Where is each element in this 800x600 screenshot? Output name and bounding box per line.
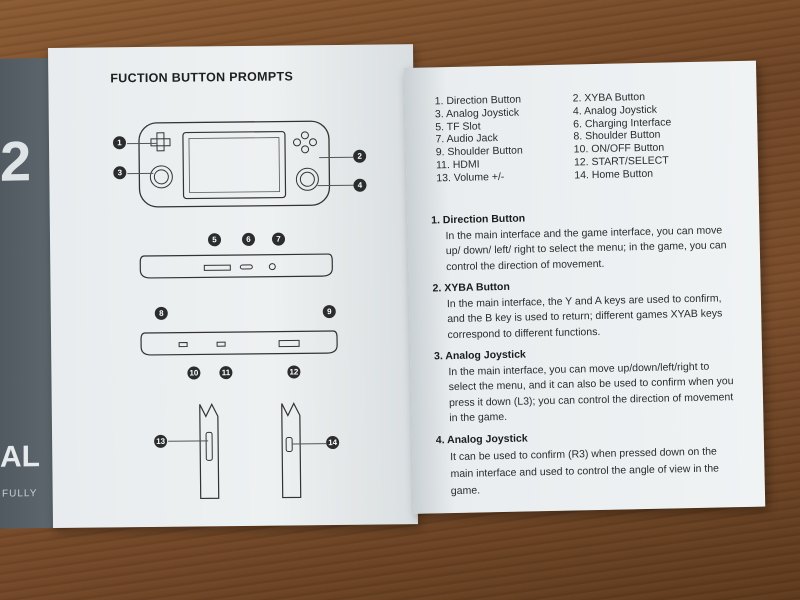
callout-line [317,184,354,187]
device-bottom-view [139,253,333,279]
device-front-view [138,120,331,208]
callout-8: 8 [154,306,168,320]
cover-small-text: FULLY [2,488,38,500]
callout-5: 5 [207,233,222,247]
list-item: 9. Shoulder Button [435,144,523,159]
section-body: It can be used to confirm (R3) when pres… [450,445,720,497]
cover-large-number: 2 [0,129,32,193]
device-left-side-view [199,402,220,500]
callout-11: 11 [219,366,233,380]
button-list-right: 2. XYBA Button 4. Analog Joystick 6. Cha… [573,90,673,182]
callout-7: 7 [271,232,286,246]
callout-line [319,156,354,159]
manual-left-page: FUCTION BUTTON PROMPTS 1 3 2 4 5 6 7 8 9… [48,44,419,528]
section-body: In the main interface, the Y and A keys … [446,291,723,341]
callout-6: 6 [241,232,256,246]
list-item: 14. Home Button [574,167,654,182]
callout-2: 2 [353,149,367,163]
callout-10: 10 [187,366,201,380]
section-body: In the main interface and the game inter… [445,223,727,273]
button-list-left: 1. Direction Button 3. Analog Joystick 5… [435,94,524,185]
section-xyba-button: 2. XYBA Button In the main interface, th… [432,275,737,343]
page-title: FUCTION BUTTON PROMPTS [110,69,294,86]
list-item: 3. Analog Joystick [434,106,520,121]
section-body: In the main interface, you can move up/d… [448,360,734,425]
section-analog-joystick-4: 4. Analog Joystick It can be used to con… [436,427,741,500]
callout-9: 9 [322,305,336,319]
device-top-view [140,330,338,356]
list-item: 12. START/SELECT [573,154,669,169]
section-analog-joystick-3: 3. Analog Joystick In the main interface… [434,343,740,427]
list-item: 13. Volume +/- [436,170,505,185]
callout-14: 14 [326,435,340,450]
manual-right-page: 1. Direction Button 3. Analog Joystick 5… [404,60,766,514]
section-direction-button: 1. Direction Button In the main interfac… [431,207,736,275]
device-right-side-view [281,402,302,499]
callout-4: 4 [353,178,367,192]
cover-text-fragment: AL [0,440,40,474]
callout-3: 3 [113,166,127,180]
callout-12: 12 [287,365,301,379]
callout-line [292,443,327,445]
callout-1: 1 [112,136,127,150]
callout-13: 13 [154,434,168,448]
